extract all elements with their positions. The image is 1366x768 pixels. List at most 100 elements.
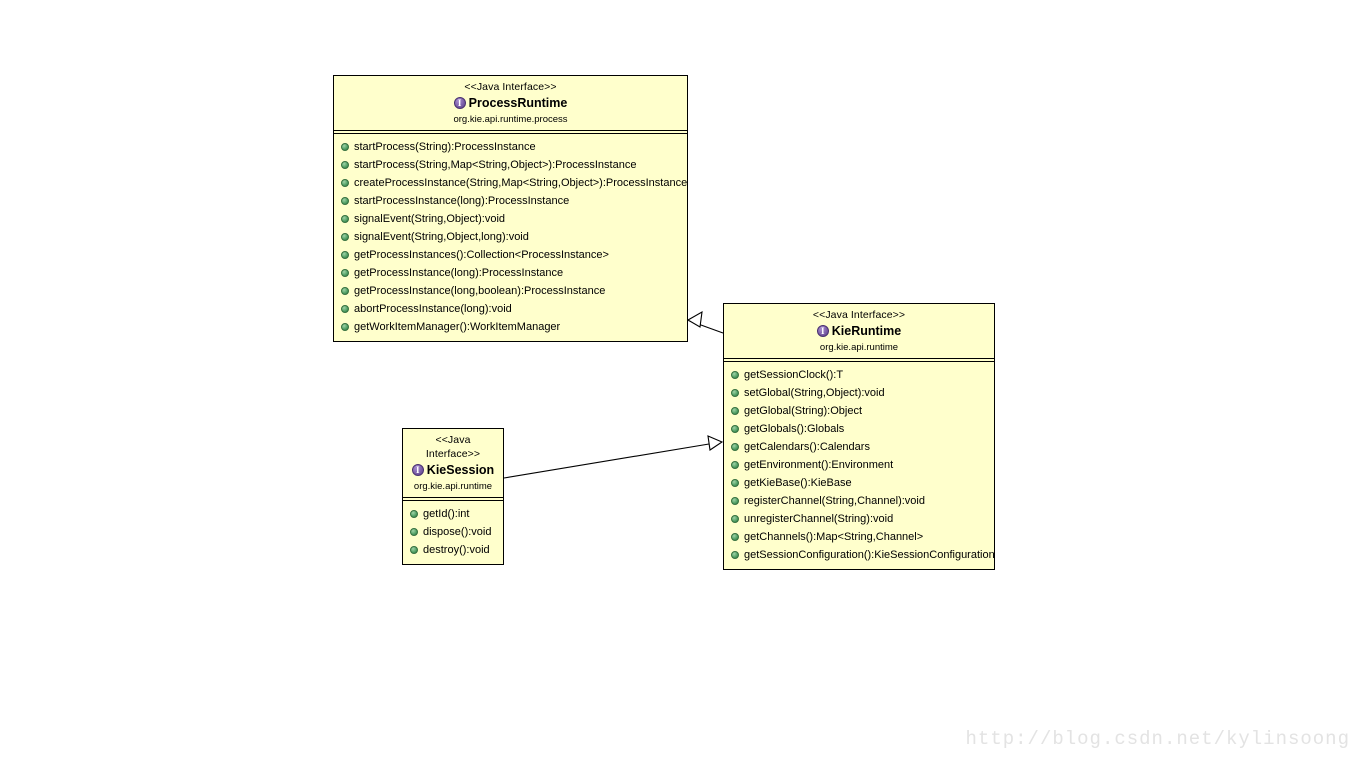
class-member[interactable]: startProcessInstance(long):ProcessInstan… <box>334 192 687 210</box>
member-label: signalEvent(String,Object,long):void <box>354 231 529 243</box>
class-member[interactable]: createProcessInstance(String,Map<String,… <box>334 174 687 192</box>
class-member[interactable]: getGlobal(String):Object <box>724 402 994 420</box>
relationship-kieruntime-extends-processruntime <box>686 310 724 334</box>
hollow-triangle-arrowhead-icon <box>707 435 724 451</box>
public-method-icon <box>341 305 349 313</box>
class-name-row: I ProcessRuntime <box>340 95 681 111</box>
public-method-icon <box>731 479 739 487</box>
member-label: getSessionConfiguration():KieSessionConf… <box>744 549 995 561</box>
member-label: getProcessInstance(long):ProcessInstance <box>354 267 564 279</box>
class-member[interactable]: setGlobal(String,Object):void <box>724 384 994 402</box>
uml-class-process-runtime[interactable]: <<Java Interface>> I ProcessRuntime org.… <box>333 75 688 342</box>
class-member[interactable]: getSessionConfiguration():KieSessionConf… <box>724 546 995 564</box>
class-header: <<Java Interface>> I KieRuntime org.kie.… <box>724 304 994 359</box>
member-label: startProcessInstance(long):ProcessInstan… <box>354 195 570 207</box>
class-member[interactable]: getEnvironment():Environment <box>724 456 994 474</box>
public-method-icon <box>731 389 739 397</box>
member-label: abortProcessInstance(long):void <box>354 303 512 315</box>
class-member[interactable]: getProcessInstance(long,boolean):Process… <box>334 282 687 300</box>
member-label: unregisterChannel(String):void <box>744 513 894 525</box>
class-member[interactable]: abortProcessInstance(long):void <box>334 300 687 318</box>
header-members-divider <box>334 131 687 134</box>
header-members-divider <box>403 498 503 501</box>
class-member[interactable]: signalEvent(String,Object):void <box>334 210 687 228</box>
public-method-icon <box>731 371 739 379</box>
member-label: getGlobal(String):Object <box>744 405 862 417</box>
member-label: getWorkItemManager():WorkItemManager <box>354 321 561 333</box>
public-method-icon <box>410 546 418 554</box>
class-name-row: I KieSession <box>409 462 497 478</box>
public-method-icon <box>731 461 739 469</box>
class-member[interactable]: getSessionClock():T <box>724 366 994 384</box>
public-method-icon <box>341 323 349 331</box>
member-label: destroy():void <box>423 544 490 556</box>
public-method-icon <box>341 251 349 259</box>
class-name-row: I KieRuntime <box>730 323 988 339</box>
member-label: setGlobal(String,Object):void <box>744 387 885 399</box>
public-method-icon <box>731 533 739 541</box>
interface-icon: I <box>816 325 829 337</box>
member-label: signalEvent(String,Object):void <box>354 213 506 225</box>
class-package: org.kie.api.runtime.process <box>453 114 568 125</box>
generalization-line <box>688 319 724 334</box>
class-member[interactable]: dispose():void <box>403 523 503 541</box>
public-method-icon <box>341 197 349 205</box>
watermark-text: http://blog.csdn.net/kylinsoong <box>965 728 1350 750</box>
class-member[interactable]: startProcess(String,Map<String,Object>):… <box>334 156 687 174</box>
member-label: getProcessInstance(long,boolean):Process… <box>354 285 606 297</box>
public-method-icon <box>410 528 418 536</box>
member-label: getSessionClock():T <box>744 369 844 381</box>
class-name: KieSession <box>426 463 495 477</box>
public-method-icon <box>341 233 349 241</box>
class-member[interactable]: unregisterChannel(String):void <box>724 510 994 528</box>
class-stereotype: <<Java Interface>> <box>425 434 481 460</box>
member-label: getGlobals():Globals <box>744 423 845 435</box>
relationship-kiesession-extends-kieruntime <box>503 435 724 479</box>
generalization-line <box>503 443 710 479</box>
class-package: org.kie.api.runtime <box>413 481 493 492</box>
class-member[interactable]: getKieBase():KieBase <box>724 474 994 492</box>
class-stereotype: <<Java Interface>> <box>812 309 906 321</box>
member-label: getId():int <box>423 508 470 520</box>
member-label: getChannels():Map<String,Channel> <box>744 531 924 543</box>
interface-icon: I <box>411 464 424 476</box>
class-header: <<Java Interface>> I KieSession org.kie.… <box>403 429 503 498</box>
uml-class-kie-session[interactable]: <<Java Interface>> I KieSession org.kie.… <box>402 428 504 565</box>
public-method-icon <box>341 287 349 295</box>
member-label: createProcessInstance(String,Map<String,… <box>354 177 688 189</box>
class-members-compartment: startProcess(String):ProcessInstance sta… <box>334 134 687 341</box>
hollow-triangle-arrowhead-icon <box>686 310 703 328</box>
public-method-icon <box>731 515 739 523</box>
public-method-icon <box>341 161 349 169</box>
class-members-compartment: getSessionClock():T setGlobal(String,Obj… <box>724 362 995 569</box>
public-method-icon <box>731 407 739 415</box>
public-method-icon <box>341 143 349 151</box>
class-header: <<Java Interface>> I ProcessRuntime org.… <box>334 76 687 131</box>
class-member[interactable]: getProcessInstances():Collection<Process… <box>334 246 687 264</box>
member-label: getProcessInstances():Collection<Process… <box>354 249 609 261</box>
public-method-icon <box>731 425 739 433</box>
member-label: startProcess(String,Map<String,Object>):… <box>354 159 637 171</box>
class-member[interactable]: getId():int <box>403 505 503 523</box>
class-name: KieRuntime <box>831 324 902 338</box>
class-member[interactable]: signalEvent(String,Object,long):void <box>334 228 687 246</box>
class-member[interactable]: destroy():void <box>403 541 503 559</box>
public-method-icon <box>731 551 739 559</box>
class-member[interactable]: getChannels():Map<String,Channel> <box>724 528 994 546</box>
public-method-icon <box>341 269 349 277</box>
member-label: getEnvironment():Environment <box>744 459 894 471</box>
class-package: org.kie.api.runtime <box>819 342 899 353</box>
member-label: getKieBase():KieBase <box>744 477 852 489</box>
class-member[interactable]: startProcess(String):ProcessInstance <box>334 138 687 156</box>
interface-icon: I <box>453 97 466 109</box>
public-method-icon <box>731 443 739 451</box>
class-member[interactable]: getProcessInstance(long):ProcessInstance <box>334 264 687 282</box>
class-member[interactable]: getGlobals():Globals <box>724 420 994 438</box>
class-member[interactable]: getCalendars():Calendars <box>724 438 994 456</box>
class-member[interactable]: getWorkItemManager():WorkItemManager <box>334 318 687 336</box>
member-label: registerChannel(String,Channel):void <box>744 495 925 507</box>
class-member[interactable]: registerChannel(String,Channel):void <box>724 492 994 510</box>
uml-class-kie-runtime[interactable]: <<Java Interface>> I KieRuntime org.kie.… <box>723 303 995 570</box>
member-label: getCalendars():Calendars <box>744 441 870 453</box>
